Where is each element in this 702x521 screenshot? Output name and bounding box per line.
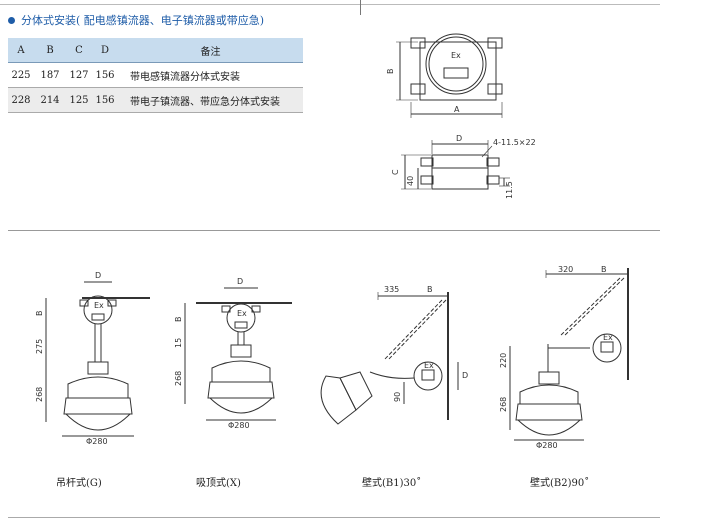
table-cell-note: 带电感镇流器分体式安装 bbox=[118, 62, 303, 88]
ceiling-dim-15: 15 bbox=[174, 338, 183, 348]
pendant-dim-268: 268 bbox=[35, 387, 44, 402]
box-side-view: D 4-11.5×22 C 40 11.5 bbox=[391, 134, 536, 199]
col-header-c: C bbox=[66, 38, 92, 63]
table-cell-note: 带电子镇流器、带应急分体式安装 bbox=[118, 87, 303, 113]
wall90-dim-268: 268 bbox=[499, 397, 508, 412]
view-wall-90: 320 B Ex 220 268 Φ280 bbox=[499, 265, 629, 450]
caption-ceiling: 吸顶式(X) bbox=[196, 478, 241, 489]
table-cell: 127 bbox=[66, 62, 92, 88]
bullet-icon bbox=[8, 16, 15, 24]
col-header-note: 备注 bbox=[118, 38, 303, 63]
table-cell: 225 bbox=[8, 62, 34, 88]
side-dim-11-5: 11.5 bbox=[505, 181, 514, 199]
view-ceiling: Ex D B 15 268 Φ280 bbox=[174, 277, 292, 430]
table-cell: 125 bbox=[66, 87, 92, 113]
col-header-a: A bbox=[8, 38, 34, 63]
wall30-dim-d: D bbox=[462, 371, 468, 380]
box-front-view: Ex B A bbox=[386, 33, 503, 118]
top-rule bbox=[0, 4, 660, 5]
section-title: 分体式安装( 配电感镇流器、电子镇流器或带应急) bbox=[21, 14, 265, 27]
section-header: 分体式安装( 配电感镇流器、电子镇流器或带应急) bbox=[8, 12, 264, 28]
table-cell: 187 bbox=[34, 62, 66, 88]
wall90-ex-label: Ex bbox=[603, 333, 613, 342]
wall90-dia: Φ280 bbox=[536, 441, 558, 450]
pendant-dim-d: D bbox=[95, 271, 101, 280]
table-row: 228 214 125 156 带电子镇流器、带应急分体式安装 bbox=[8, 87, 303, 113]
col-header-d: D bbox=[92, 38, 118, 63]
table-row: 225 187 127 156 带电感镇流器分体式安装 bbox=[8, 62, 303, 88]
wall30-dim-b: B bbox=[427, 285, 433, 294]
box-ex-label: Ex bbox=[451, 51, 461, 60]
ceiling-dim-d: D bbox=[237, 277, 243, 286]
section-separator bbox=[8, 230, 660, 231]
wall30-ex-label: Ex bbox=[424, 361, 434, 370]
side-dim-40: 40 bbox=[406, 176, 415, 186]
ceiling-dim-268: 268 bbox=[174, 371, 183, 386]
wall90-dim-b: B bbox=[601, 265, 607, 274]
side-dim-d: D bbox=[456, 134, 462, 143]
wall30-dim-335: 335 bbox=[384, 285, 399, 294]
caption-pendant: 吊杆式(G) bbox=[56, 478, 102, 489]
hole-spec: 4-11.5×22 bbox=[493, 138, 536, 147]
side-dim-c: C bbox=[391, 169, 400, 175]
box-dim-b: B bbox=[386, 69, 395, 75]
table-cell: 156 bbox=[92, 62, 118, 88]
wall90-dim-320: 320 bbox=[558, 265, 573, 274]
view-pendant: Ex D B 275 268 Φ280 bbox=[35, 271, 150, 446]
table-cell: 214 bbox=[34, 87, 66, 113]
pendant-dim-275: 275 bbox=[35, 339, 44, 354]
caption-wall-90: 壁式(B2)90˚ bbox=[530, 478, 590, 489]
caption-wall-30: 壁式(B1)30˚ bbox=[362, 478, 422, 489]
box-dim-a: A bbox=[454, 105, 460, 114]
table-header-row: A B C D 备注 bbox=[8, 38, 303, 63]
pendant-ex-label: Ex bbox=[94, 301, 104, 310]
col-header-b: B bbox=[34, 38, 66, 63]
spec-table: A B C D 备注 225 187 127 156 带电感镇流器分体式安装 2… bbox=[8, 38, 303, 113]
pendant-dia: Φ280 bbox=[86, 437, 108, 446]
bottom-rule bbox=[8, 517, 660, 518]
ceiling-dim-b: B bbox=[174, 317, 183, 323]
wall90-dim-220: 220 bbox=[499, 353, 508, 368]
table-cell: 156 bbox=[92, 87, 118, 113]
pendant-dim-b: B bbox=[35, 311, 44, 317]
table-cell: 228 bbox=[8, 87, 34, 113]
wall30-dim-90: 90 bbox=[393, 392, 402, 402]
top-divider bbox=[360, 0, 361, 15]
view-wall-30: 335 B Ex D 90 bbox=[320, 285, 468, 425]
ceiling-ex-label: Ex bbox=[237, 309, 247, 318]
ceiling-dia: Φ280 bbox=[228, 421, 250, 430]
